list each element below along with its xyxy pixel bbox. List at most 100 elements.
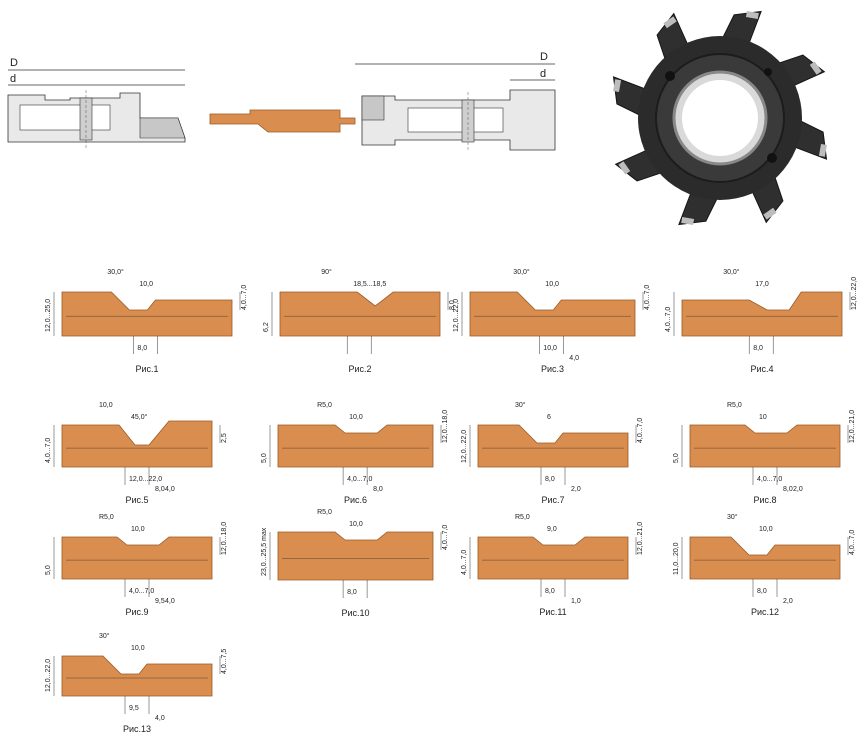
dimension-label: 5,0 <box>45 565 52 575</box>
figure-caption: Рис.9 <box>125 607 148 617</box>
dimension-label: 12,0...22,0 <box>129 476 162 483</box>
cutter-tooth-tip <box>613 79 622 93</box>
dimension-label: 10,0 <box>99 402 113 409</box>
profile-figures: 30,0°10,012,0...25,04,0...7,08,0Рис.190°… <box>45 268 858 734</box>
dimension-label: 4,0...7,0 <box>665 307 672 332</box>
dimension-label: 4,0 <box>569 355 579 362</box>
dimension-label: R5,0 <box>317 509 332 516</box>
figure-caption: Рис.10 <box>341 608 369 618</box>
figure-caption: Рис.8 <box>753 495 776 505</box>
cutter-tooth-tip <box>618 161 631 175</box>
profile-body <box>61 420 213 468</box>
dimension-label: 10,0 <box>543 345 557 352</box>
dimension-label: 4,0...7,0 <box>241 285 248 310</box>
right-cutter-blade <box>361 95 385 121</box>
dimension-label: 8,0 <box>373 486 383 493</box>
figure-3: 30,0°10,012,0...22,04,0...7,010,04,0Рис.… <box>453 268 651 374</box>
dimension-label: 2,0 <box>783 598 793 605</box>
dimension-label: 12,0...18,0 <box>221 522 228 555</box>
left-D-label: D <box>10 57 18 69</box>
dimension-label: 4,0...7,0 <box>347 476 372 483</box>
dimension-label: 30,0° <box>723 268 740 276</box>
dimension-label: 30° <box>727 513 738 521</box>
figure-caption: Рис.11 <box>539 607 566 617</box>
right-cutter-bore <box>407 107 504 133</box>
dimension-label: 30,0° <box>107 268 124 276</box>
dimension-label: 12,0...25,0 <box>45 299 52 332</box>
dimension-label: 8,0 <box>545 588 555 595</box>
dimension-label: 4,0...7,0 <box>644 285 651 310</box>
dimension-label: 6 <box>547 414 551 421</box>
cutter-bolt-hole <box>764 68 772 76</box>
dimension-label: 5,0 <box>673 453 680 463</box>
dimension-label: 8,0 <box>545 476 555 483</box>
cutter-teeth <box>612 10 828 226</box>
dimension-label: 11,0...20,0 <box>673 542 680 575</box>
profile-body <box>277 531 434 581</box>
profile-body <box>277 424 434 468</box>
figure-caption: Рис.3 <box>541 364 564 374</box>
left-cutter-bore <box>19 104 111 131</box>
profile-body <box>61 536 213 580</box>
dimension-label: 2,5 <box>221 433 228 443</box>
cutter-tooth-tip <box>745 11 759 20</box>
dimension-label: 12,0...22,0 <box>45 659 52 692</box>
cutter-tooth-tip <box>663 16 677 29</box>
dimension-label: 10,0 <box>349 414 363 421</box>
dimension-label: 8,0 <box>347 589 357 596</box>
profile-body <box>477 424 629 468</box>
board-body <box>209 109 356 133</box>
cutter-bore-hole <box>682 80 758 156</box>
dimension-label: 23,0...25,5 max <box>261 527 268 576</box>
profile-body <box>279 291 441 337</box>
figure-caption: Рис.13 <box>123 724 151 734</box>
dimension-label: 10,0 <box>349 521 363 528</box>
figure-caption: Рис.2 <box>348 364 371 374</box>
dimension-label: 17,0 <box>755 281 769 288</box>
dimension-label: 9,5 <box>129 705 139 712</box>
dimension-label: 8,0 <box>757 588 767 595</box>
dimension-label: 10 <box>759 414 767 421</box>
dimension-label: 4,0...7,0 <box>129 588 154 595</box>
dimension-label: 10,0 <box>759 526 773 533</box>
left-cutter-section: D d <box>7 57 186 150</box>
dimension-label: 9,5 <box>155 598 165 605</box>
dimension-label: 18,5...18,5 <box>353 281 386 288</box>
left-d-label: d <box>10 73 16 85</box>
figure-caption: Рис.4 <box>750 364 773 374</box>
dimension-label: R5,0 <box>727 402 742 409</box>
dimension-label: 12,0...18,0 <box>442 410 449 443</box>
dimension-label: R5,0 <box>317 402 332 409</box>
profile-body <box>681 291 843 337</box>
dimension-label: 10,0 <box>139 281 153 288</box>
profile-body <box>689 424 841 468</box>
dimension-label: 4,0 <box>155 715 165 722</box>
dimension-label: R5,0 <box>515 514 530 521</box>
dimension-label: 10,0 <box>131 645 145 652</box>
dimension-label: 30° <box>515 401 526 409</box>
dimension-label: 1,0 <box>571 598 581 605</box>
dimension-label: 4,0...7,0 <box>757 476 782 483</box>
dimension-label: 12,0...22,0 <box>851 277 858 310</box>
cutter-photo-illustration <box>612 10 828 226</box>
dimension-label: 9,0 <box>547 526 557 533</box>
dimension-label: 30° <box>99 632 110 640</box>
profile-body <box>61 655 213 697</box>
dimension-label: 2,0 <box>793 486 803 493</box>
dimension-label: 8,0 <box>137 345 147 352</box>
left-cutter-screw <box>79 97 93 141</box>
dimension-label: 4,0...7,0 <box>461 550 468 575</box>
left-cutter-blade <box>139 117 186 139</box>
dimension-label: 4,0...7,5 <box>221 649 228 674</box>
dimension-label: 5,0 <box>261 453 268 463</box>
dimension-label: R5,0 <box>99 514 114 521</box>
profile-body <box>689 536 841 580</box>
right-d-label: d <box>540 68 546 80</box>
dimension-label: 8,0 <box>155 486 165 493</box>
